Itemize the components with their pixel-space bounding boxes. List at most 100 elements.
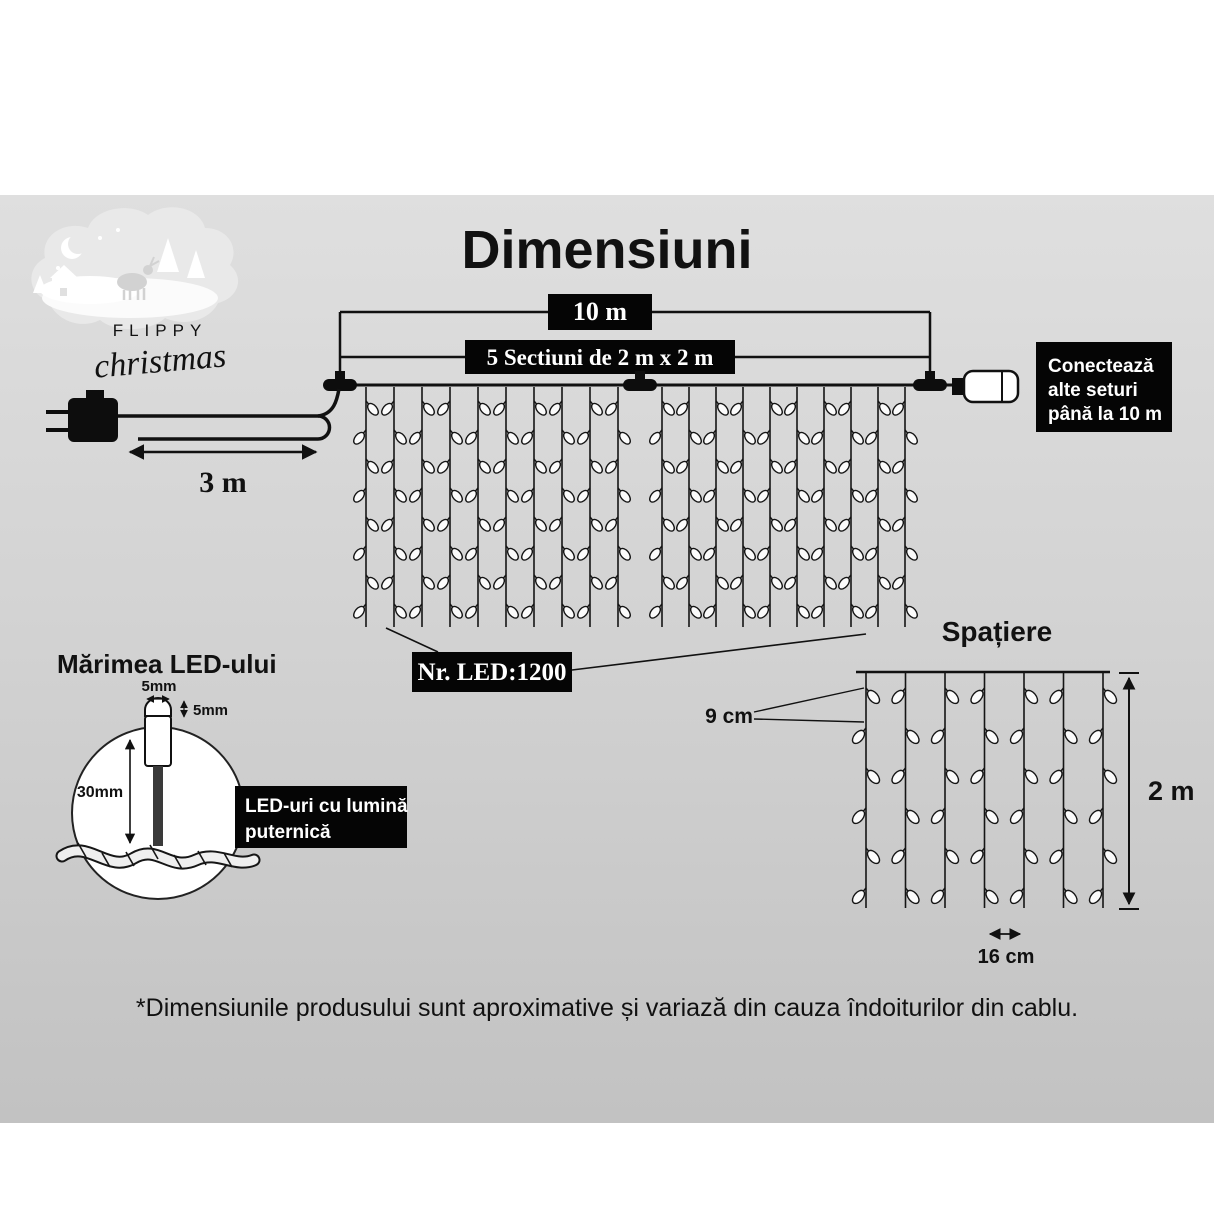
- spacing-section: Spațiere 9 cm 2 m 16 cm: [705, 616, 1194, 968]
- led-drop: [823, 574, 837, 590]
- led-drop: [409, 429, 423, 445]
- connect-line-2: alte seturi: [1048, 380, 1138, 401]
- led-drop: [850, 487, 864, 503]
- led-drop: [381, 458, 395, 474]
- led-drop: [465, 603, 479, 619]
- led-drop: [1049, 687, 1065, 705]
- led-drop: [769, 400, 783, 416]
- led-drop: [715, 400, 729, 416]
- led-drop: [505, 545, 519, 561]
- led-drop: [944, 847, 960, 865]
- led-drop: [381, 400, 395, 416]
- led-drop: [493, 458, 507, 474]
- led-drop: [1049, 847, 1065, 865]
- led-drop: [409, 487, 423, 503]
- led-drop: [851, 887, 867, 905]
- wire-connector: [623, 371, 657, 391]
- led-drop: [353, 487, 367, 503]
- led-drop: [811, 603, 825, 619]
- led-drop: [983, 887, 999, 905]
- led-drop: [421, 458, 435, 474]
- led-drop: [465, 545, 479, 561]
- led-drop: [796, 603, 810, 619]
- led-callout-line-1: LED-uri cu lumină: [245, 796, 408, 817]
- led-drop: [757, 429, 771, 445]
- wire-connector: [913, 371, 947, 391]
- logo-moon-mask: [68, 234, 88, 254]
- led-drop: [877, 574, 891, 590]
- led-drop: [1023, 847, 1039, 865]
- led-drop: [661, 516, 675, 532]
- led-drop: [521, 545, 535, 561]
- led-drop: [930, 807, 946, 825]
- led-drop: [577, 603, 591, 619]
- led-drop: [877, 458, 891, 474]
- led-drop: [904, 545, 918, 561]
- led-drop: [676, 516, 690, 532]
- led-drop: [715, 516, 729, 532]
- led-drop: [393, 487, 407, 503]
- led-drop: [784, 574, 798, 590]
- led-drop: [904, 487, 918, 503]
- led-drop: [477, 458, 491, 474]
- led-drop: [421, 400, 435, 416]
- led-drop: [605, 574, 619, 590]
- led-drop: [409, 603, 423, 619]
- led-drop: [1062, 807, 1078, 825]
- led-drop: [605, 458, 619, 474]
- led-drop: [796, 487, 810, 503]
- led-drop: [930, 887, 946, 905]
- logo-house-icon: [50, 265, 78, 296]
- led-drop: [970, 687, 986, 705]
- led-drop: [365, 400, 379, 416]
- led-drop: [561, 603, 575, 619]
- led-count-callout: Nr. LED:1200: [385, 627, 867, 692]
- led-drop: [742, 429, 756, 445]
- led-drop: [437, 516, 451, 532]
- logo-tree-icon: [33, 275, 47, 293]
- led-drop: [449, 487, 463, 503]
- led-drop: [703, 603, 717, 619]
- cap-width-text: 5mm: [141, 678, 176, 695]
- cap-height-text: 5mm: [193, 702, 228, 719]
- height-text: 2 m: [1148, 776, 1195, 806]
- strand-spacing-text: 16 cm: [978, 946, 1035, 968]
- led-drop: [1102, 767, 1118, 785]
- led-drop: [970, 767, 986, 785]
- led-drop: [823, 516, 837, 532]
- led-drop: [1102, 847, 1118, 865]
- led-drop: [1009, 807, 1025, 825]
- led-drop: [549, 516, 563, 532]
- led-drop: [865, 847, 881, 865]
- led-drop: [823, 400, 837, 416]
- led-drop: [983, 807, 999, 825]
- led-drop: [784, 400, 798, 416]
- logo-script: christmas: [93, 337, 228, 385]
- logo-star-icon: [56, 266, 60, 270]
- led-drop: [521, 487, 535, 503]
- connect-line-1: Conectează: [1048, 356, 1154, 377]
- led-drop: [784, 458, 798, 474]
- led-drop: [742, 603, 756, 619]
- led-drop: [649, 603, 663, 619]
- led-drop: [676, 400, 690, 416]
- led-drop: [449, 429, 463, 445]
- led-drop: [589, 516, 603, 532]
- led-drop: [865, 545, 879, 561]
- logo-tree-icon: [187, 250, 205, 278]
- led-drop: [421, 574, 435, 590]
- logo-deer-icon: [117, 256, 160, 300]
- led-drop: [353, 429, 367, 445]
- led-drop: [533, 574, 547, 590]
- led-drop: [649, 487, 663, 503]
- led-drop: [1062, 727, 1078, 745]
- led-drop: [850, 603, 864, 619]
- led-drop: [676, 574, 690, 590]
- led-drop: [505, 429, 519, 445]
- led-drop: [477, 400, 491, 416]
- led-size-title: Mărimea LED-ului: [57, 649, 277, 679]
- led-drop: [715, 458, 729, 474]
- led-callout-line-2: puternică: [245, 822, 331, 843]
- led-drop: [1062, 887, 1078, 905]
